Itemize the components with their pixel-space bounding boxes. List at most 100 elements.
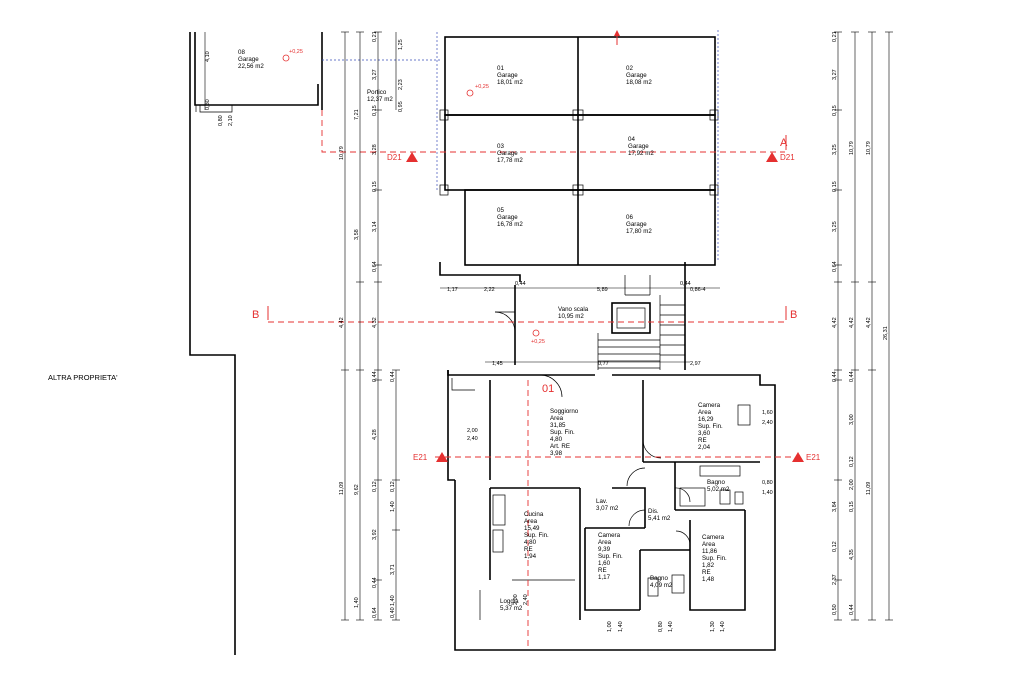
svg-text:5,41 m2: 5,41 m2 [648,515,671,522]
room-camera-3: Camera Area 11,86 Sup. Fin. 1,82 RE 1,48 [702,534,727,583]
svg-text:1,94: 1,94 [524,553,537,560]
room-camera-1: Camera Area 16,29 Sup. Fin. 3,60 RE 2,04 [698,402,723,451]
svg-text:2,40: 2,40 [467,436,478,442]
svg-text:9,62: 9,62 [354,484,360,495]
section-markers [406,152,804,462]
garage-blocks [439,30,719,266]
svg-text:16,29: 16,29 [698,416,714,423]
svg-text:08: 08 [238,49,245,56]
svg-text:4,28: 4,28 [372,429,378,440]
svg-text:10,79: 10,79 [339,146,345,160]
svg-text:0,44: 0,44 [372,371,378,382]
svg-text:5,02 m2: 5,02 m2 [707,486,730,493]
svg-text:2,40: 2,40 [523,594,529,605]
svg-text:0,12: 0,12 [390,481,396,492]
svg-text:3,60: 3,60 [698,430,711,437]
svg-text:1,17: 1,17 [598,574,611,581]
svg-text:26,31: 26,31 [883,326,889,340]
svg-text:Loggia: Loggia [500,598,519,605]
svg-text:0,40: 0,40 [390,607,396,618]
svg-text:16,78 m2: 16,78 m2 [497,221,523,228]
svg-text:Bagno: Bagno [707,479,725,486]
level-markers [282,54,540,337]
right-vertical-dim-labels: 0,21 3,27 0,15 3,25 10,79 10,79 0,15 3,2… [832,31,889,615]
svg-text:Area: Area [598,539,612,546]
svg-text:Camera: Camera [702,534,725,541]
room-dis: Dis. 5,41 m2 [648,508,671,522]
svg-text:1,45: 1,45 [492,361,503,367]
svg-text:3,27: 3,27 [832,69,838,80]
svg-text:11,09: 11,09 [339,482,345,495]
svg-text:Area: Area [702,541,716,548]
svg-text:2,37: 2,37 [832,574,838,585]
unit-marker: 01 [542,383,554,395]
svg-text:0,15: 0,15 [849,501,855,512]
svg-text:4,80: 4,80 [524,539,537,546]
svg-text:1,00: 1,00 [607,621,613,632]
svg-text:3,14: 3,14 [372,221,378,232]
svg-text:1,25: 1,25 [398,39,404,50]
svg-text:Dis.: Dis. [648,508,659,515]
svg-text:Sup. Fin.: Sup. Fin. [702,555,727,562]
svg-text:4,09 m2: 4,09 m2 [650,582,673,589]
svg-text:1,40: 1,40 [354,597,360,608]
section-b-left-label: B [252,309,259,321]
svg-text:3,71: 3,71 [390,564,396,575]
room-portico: Portico 12,37 m2 [367,89,393,103]
svg-text:Garage: Garage [497,214,518,221]
svg-text:0,80: 0,80 [658,621,664,632]
svg-text:5,89: 5,89 [597,287,608,293]
room-lav: Lav. 3,07 m2 [596,498,619,512]
room-vano-scala: Vano scala 10,95 m2 [558,306,589,320]
svg-text:17,78 m2: 17,78 m2 [497,157,523,164]
svg-text:10,95 m2: 10,95 m2 [558,313,584,320]
svg-text:17,80 m2: 17,80 m2 [626,228,652,235]
svg-text:Art. RE: Art. RE [550,443,570,450]
svg-text:0,44: 0,44 [390,371,396,382]
room-bagno-1: Bagno 5,02 m2 [707,479,730,493]
section-e21-left-label: E21 [413,453,428,462]
room-camera-2: Camera Area 9,39 Sup. Fin. 1,60 RE 1,17 [598,532,623,581]
svg-text:4,80: 4,80 [550,436,563,443]
svg-text:0,12: 0,12 [849,456,855,467]
horizontal-dim-labels: 1,17 2,22 0,44 5,89 0,44 0,86-4 1,45 0,7… [447,281,773,496]
svg-text:1,48: 1,48 [702,576,715,583]
svg-text:3,25: 3,25 [832,144,838,155]
right-vertical-dimensions [834,31,893,621]
svg-text:Area: Area [550,415,564,422]
svg-text:0,80: 0,80 [762,480,773,486]
svg-text:0,15: 0,15 [372,105,378,116]
svg-text:Area: Area [698,409,712,416]
svg-text:2,40: 2,40 [762,420,773,426]
svg-text:1,40: 1,40 [390,595,396,606]
svg-text:0,64: 0,64 [372,261,378,272]
room-garage-01: 01 Garage 18,01 m2 [497,65,523,86]
svg-text:Garage: Garage [628,143,649,150]
svg-text:3,25: 3,25 [832,221,838,232]
svg-text:Garage: Garage [626,221,647,228]
svg-text:Garage: Garage [238,56,259,63]
svg-text:Garage: Garage [497,72,518,79]
svg-text:05: 05 [497,207,504,214]
svg-text:0,86-4: 0,86-4 [690,287,706,293]
svg-text:0,64: 0,64 [372,607,378,618]
svg-text:Cucina: Cucina [524,511,544,518]
room-garage-06: 06 Garage 17,80 m2 [626,214,652,235]
svg-text:0,95: 0,95 [398,101,404,112]
svg-text:31,85: 31,85 [550,422,566,429]
svg-text:2,97: 2,97 [690,361,701,367]
svg-text:9,39: 9,39 [598,546,611,553]
svg-text:4,42: 4,42 [339,317,345,328]
left-vertical-dim-labels: 4,10 0,30 0,80 2,10 0,21 1,25 3,27 2,23 … [205,31,404,618]
svg-text:3,28: 3,28 [372,144,378,155]
svg-text:0,21: 0,21 [832,31,838,42]
svg-text:7,21: 7,21 [354,109,360,120]
svg-text:1,40: 1,40 [390,501,396,512]
svg-text:06: 06 [626,214,633,221]
svg-text:10,79: 10,79 [866,141,872,155]
left-vertical-dimensions [204,31,400,621]
svg-text:15,49: 15,49 [524,525,540,532]
apartment [447,370,776,651]
svg-text:Vano scala: Vano scala [558,306,589,313]
